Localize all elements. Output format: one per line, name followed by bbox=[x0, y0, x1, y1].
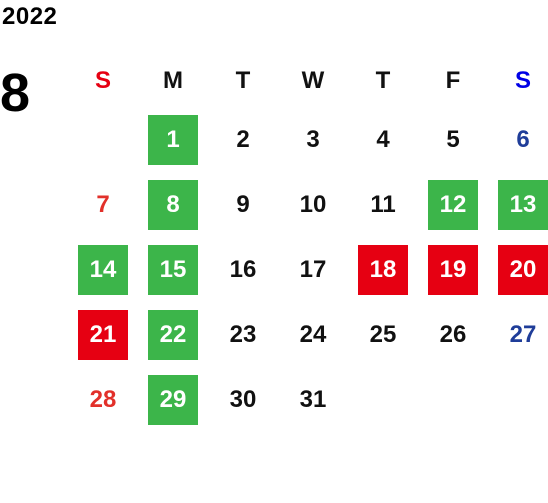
day-cell: 19 bbox=[418, 237, 488, 302]
day-number: 23 bbox=[229, 320, 257, 348]
weekday-header-friday: F bbox=[445, 67, 461, 94]
day-number: 28 bbox=[89, 385, 117, 413]
day-cell: 28 bbox=[68, 367, 138, 432]
day-number: 16 bbox=[229, 255, 257, 283]
day-number: 24 bbox=[299, 320, 327, 348]
day-cell: 12 bbox=[418, 172, 488, 237]
day-cell: 23 bbox=[208, 302, 278, 367]
day-cell: 25 bbox=[348, 302, 418, 367]
day-cell: 21 bbox=[68, 302, 138, 367]
day-cell: 14 bbox=[68, 237, 138, 302]
day-number: 19 bbox=[428, 244, 478, 295]
day-number: 5 bbox=[446, 125, 460, 153]
weekday-header-thursday: T bbox=[375, 67, 391, 94]
day-cell: 26 bbox=[418, 302, 488, 367]
day-number: 21 bbox=[78, 309, 128, 360]
day-number: 1 bbox=[148, 114, 198, 165]
day-number: 18 bbox=[358, 244, 408, 295]
day-number: 3 bbox=[306, 125, 320, 153]
day-number: 8 bbox=[148, 179, 198, 230]
day-cell: 24 bbox=[278, 302, 348, 367]
day-cell: 13 bbox=[488, 172, 548, 237]
day-cell: 11 bbox=[348, 172, 418, 237]
day-number: 12 bbox=[428, 179, 478, 230]
day-number bbox=[428, 375, 478, 425]
day-cell-empty bbox=[488, 367, 548, 432]
day-cell: 20 bbox=[488, 237, 548, 302]
day-number: 11 bbox=[370, 190, 396, 218]
day-number: 26 bbox=[439, 320, 467, 348]
day-cell: 18 bbox=[348, 237, 418, 302]
day-number: 20 bbox=[498, 244, 548, 295]
day-number: 6 bbox=[516, 125, 530, 153]
day-number: 13 bbox=[498, 179, 548, 230]
day-number: 4 bbox=[376, 125, 390, 153]
weekday-header-wednesday: W bbox=[301, 67, 325, 94]
day-number: 7 bbox=[96, 190, 110, 218]
weekday-header-saturday: S bbox=[514, 67, 531, 94]
day-cell: 10 bbox=[278, 172, 348, 237]
day-number: 17 bbox=[299, 255, 327, 283]
weekday-header-monday: M bbox=[163, 67, 183, 94]
day-cell: 7 bbox=[68, 172, 138, 237]
day-cell: 5 bbox=[418, 107, 488, 172]
day-cell: 30 bbox=[208, 367, 278, 432]
day-cell: 9 bbox=[208, 172, 278, 237]
day-cell: 22 bbox=[138, 302, 208, 367]
day-number: 22 bbox=[148, 309, 198, 360]
day-cell: 16 bbox=[208, 237, 278, 302]
day-cell: 27 bbox=[488, 302, 548, 367]
day-number: 25 bbox=[369, 320, 397, 348]
day-number: 10 bbox=[299, 190, 327, 218]
day-number bbox=[78, 115, 128, 165]
day-cell: 31 bbox=[278, 367, 348, 432]
day-cell: 4 bbox=[348, 107, 418, 172]
month-label: 8 bbox=[0, 63, 31, 123]
day-number: 14 bbox=[78, 244, 128, 295]
day-cell: 1 bbox=[138, 107, 208, 172]
day-cell-empty bbox=[418, 367, 488, 432]
day-number: 29 bbox=[148, 374, 198, 425]
year-label: 2022 bbox=[2, 3, 58, 30]
day-number bbox=[358, 375, 408, 425]
weekday-header-tuesday: T bbox=[235, 67, 251, 94]
day-cell: 15 bbox=[138, 237, 208, 302]
day-number: 27 bbox=[509, 320, 537, 348]
day-cell: 3 bbox=[278, 107, 348, 172]
day-number: 15 bbox=[148, 244, 198, 295]
calendar-grid: S M T W T F S 1 2 3 4 5 6 7 8 9 10 11 12… bbox=[68, 55, 548, 432]
day-cell: 8 bbox=[138, 172, 208, 237]
day-cell: 2 bbox=[208, 107, 278, 172]
day-number bbox=[498, 375, 548, 425]
day-number: 30 bbox=[229, 385, 257, 413]
day-number: 31 bbox=[299, 385, 327, 413]
day-number: 9 bbox=[236, 190, 250, 218]
day-number: 2 bbox=[236, 125, 250, 153]
day-cell-empty bbox=[68, 107, 138, 172]
day-cell: 17 bbox=[278, 237, 348, 302]
day-cell: 29 bbox=[138, 367, 208, 432]
weekday-header-sunday: S bbox=[94, 67, 111, 94]
day-cell: 6 bbox=[488, 107, 548, 172]
day-cell-empty bbox=[348, 367, 418, 432]
